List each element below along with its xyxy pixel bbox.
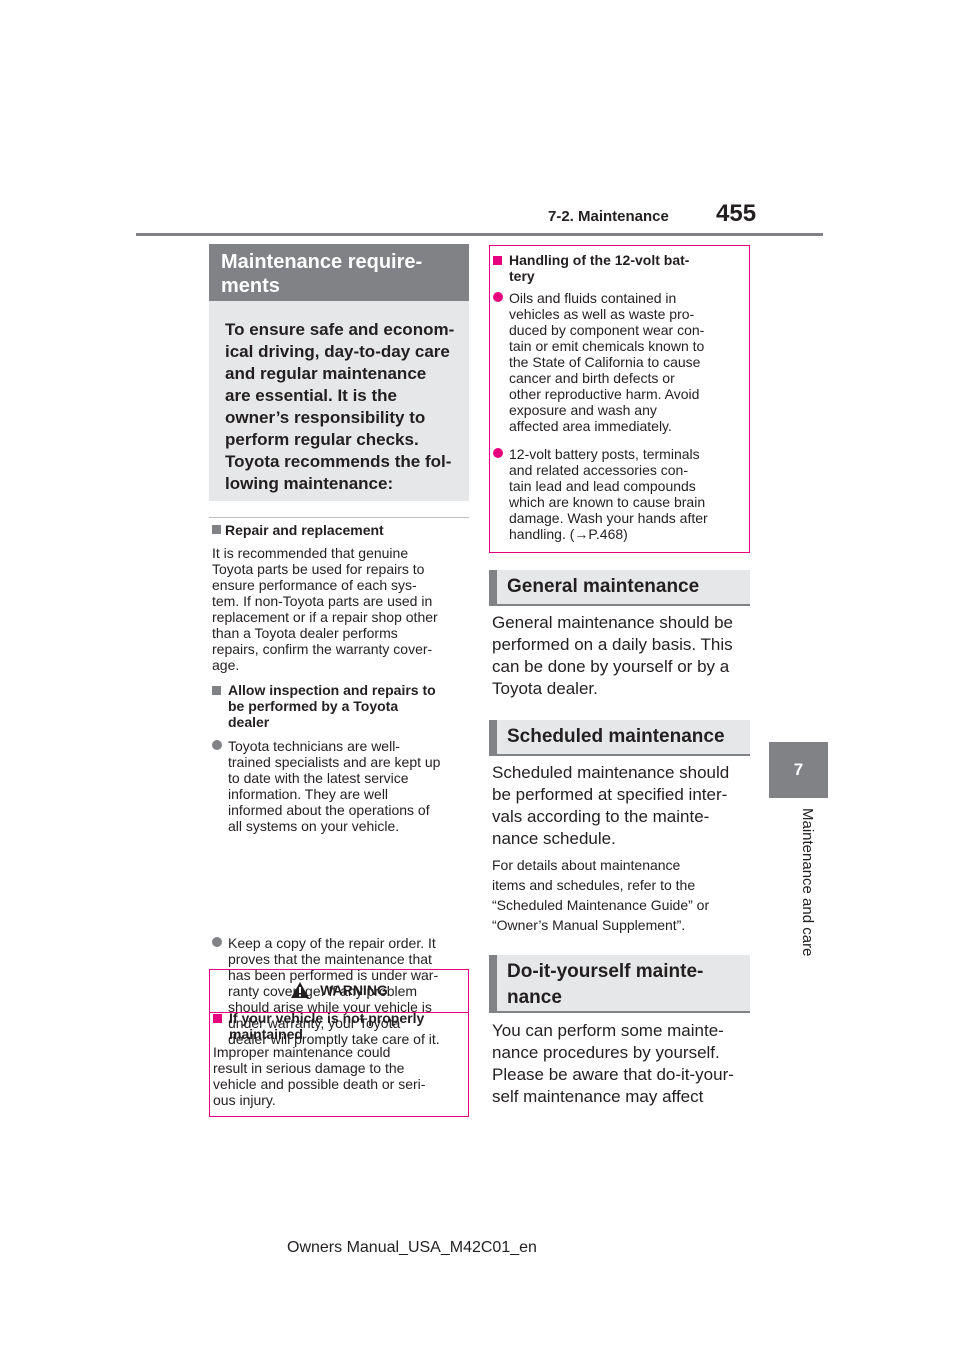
- warning-label: WARNING: [320, 982, 388, 998]
- scheduled-maintenance-text: Scheduled maintenance should be performe…: [492, 763, 730, 848]
- repair-text: It is recommended that genuine Toyota pa…: [212, 545, 438, 673]
- footer-text: Owners Manual_USA_M42C01_en: [287, 1239, 537, 1256]
- section-title: 7-2. Maintenance: [548, 208, 669, 225]
- maintenance-requirements-heading: Maintenance require- ments: [209, 244, 469, 301]
- bullet-oils-fluids: Oils and fluids contained in vehicles as…: [493, 290, 761, 434]
- warning-box: WARNING If your vehicle is not properly …: [209, 969, 469, 1117]
- diy-maintenance-text: You can perform some mainte- nance proce…: [492, 1021, 734, 1106]
- round-bullet-icon: [212, 740, 222, 750]
- square-bullet-icon: [212, 525, 221, 534]
- warning-triangle-icon: [291, 982, 310, 998]
- bullet-repair-order: Keep a copy of the repair order. It prov…: [212, 935, 488, 1047]
- square-bullet-icon: [213, 1014, 222, 1023]
- warning-header: WARNING: [210, 970, 468, 1013]
- chapter-tab: 7: [769, 742, 828, 798]
- battery-caution-box: Handling of the 12-volt bat- tery Oils a…: [489, 245, 750, 553]
- bullet-battery-posts: 12-volt battery posts, terminals and rel…: [493, 446, 761, 542]
- scheduled-maintenance-note: For details about maintenance items and …: [492, 857, 710, 933]
- warning-subheading: If your vehicle is not properly maintain…: [213, 1010, 463, 1042]
- chapter-number: 7: [793, 760, 804, 779]
- header-rule: [136, 233, 823, 236]
- battery-subheading: Handling of the 12-volt bat- tery: [493, 252, 743, 284]
- square-bullet-icon: [493, 256, 502, 265]
- repair-subheading: Repair and replacement: [212, 522, 472, 538]
- general-maintenance-heading: General maintenance: [489, 570, 750, 606]
- general-maintenance-text: General maintenance should be performed …: [492, 613, 733, 698]
- divider: [209, 517, 469, 518]
- warning-text: Improper maintenance could result in ser…: [213, 1044, 426, 1108]
- chapter-title: Maintenance and care: [799, 808, 816, 957]
- lead-paragraph: To ensure safe and econom- ical driving,…: [209, 301, 469, 501]
- round-bullet-icon: [493, 448, 503, 458]
- allow-subheading: Allow inspection and repairs to be perfo…: [212, 682, 472, 730]
- square-bullet-icon: [212, 686, 221, 695]
- chapter-title-vertical: Maintenance and care: [796, 808, 816, 988]
- round-bullet-icon: [212, 937, 222, 947]
- scheduled-maintenance-heading: Scheduled maintenance: [489, 720, 750, 756]
- bullet-technicians: Toyota technicians are well- trained spe…: [212, 738, 488, 834]
- round-bullet-icon: [493, 292, 503, 302]
- diy-maintenance-heading: Do-it-yourself mainte- nance: [489, 955, 750, 1013]
- page-number: 455: [716, 200, 757, 227]
